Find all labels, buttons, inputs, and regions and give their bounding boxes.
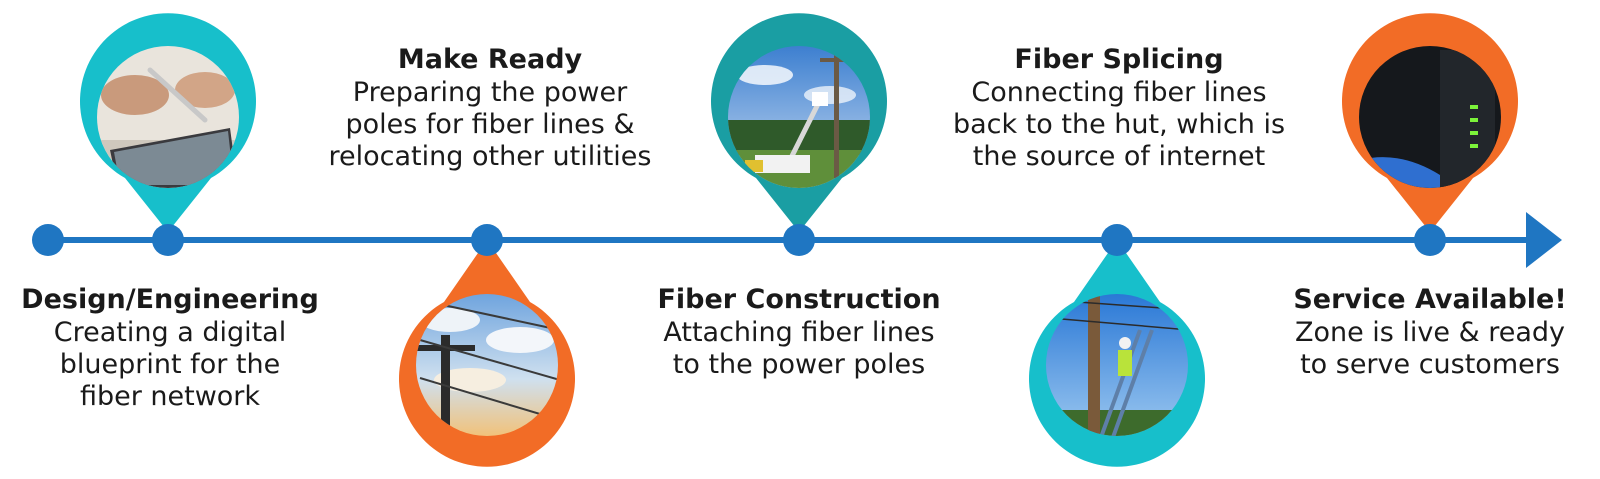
step-4-text: Fiber Splicing Connecting fiber lines ba… [924, 43, 1314, 173]
step-2-title: Make Ready [397, 44, 583, 75]
step-4-description: Connecting fiber lines back to the hut, … [952, 77, 1286, 172]
step-5-description: Zone is live & ready to serve customers [1294, 317, 1566, 380]
step-3-text: Fiber Construction Attaching fiber lines… [629, 283, 969, 381]
step-4-pin [1029, 224, 1205, 467]
timeline-arrowhead [1526, 212, 1562, 268]
step-1-pin [80, 13, 257, 256]
tablet-stylus-photo [97, 46, 239, 188]
bucket-truck-photo [728, 46, 870, 188]
step-1-text: Design/Engineering Creating a digital bl… [0, 283, 340, 413]
step-5-title: Service Available! [1293, 284, 1567, 315]
step-2-description: Preparing the power poles for fiber line… [328, 77, 652, 172]
step-5-pin [1342, 13, 1518, 256]
step-5-text: Service Available! Zone is live & ready … [1265, 283, 1595, 381]
step-1-title: Design/Engineering [21, 284, 319, 315]
step-3-description: Attaching fiber lines to the power poles [663, 317, 935, 380]
timeline-start-dot [32, 224, 64, 256]
step-2-text: Make Ready Preparing the power poles for… [300, 43, 680, 173]
step-2-pin [399, 224, 575, 467]
step-4-title: Fiber Splicing [1014, 44, 1224, 75]
step-3-pin [711, 13, 888, 256]
step-1-description: Creating a digital blueprint for the fib… [53, 317, 287, 412]
step-3-title: Fiber Construction [657, 284, 941, 315]
